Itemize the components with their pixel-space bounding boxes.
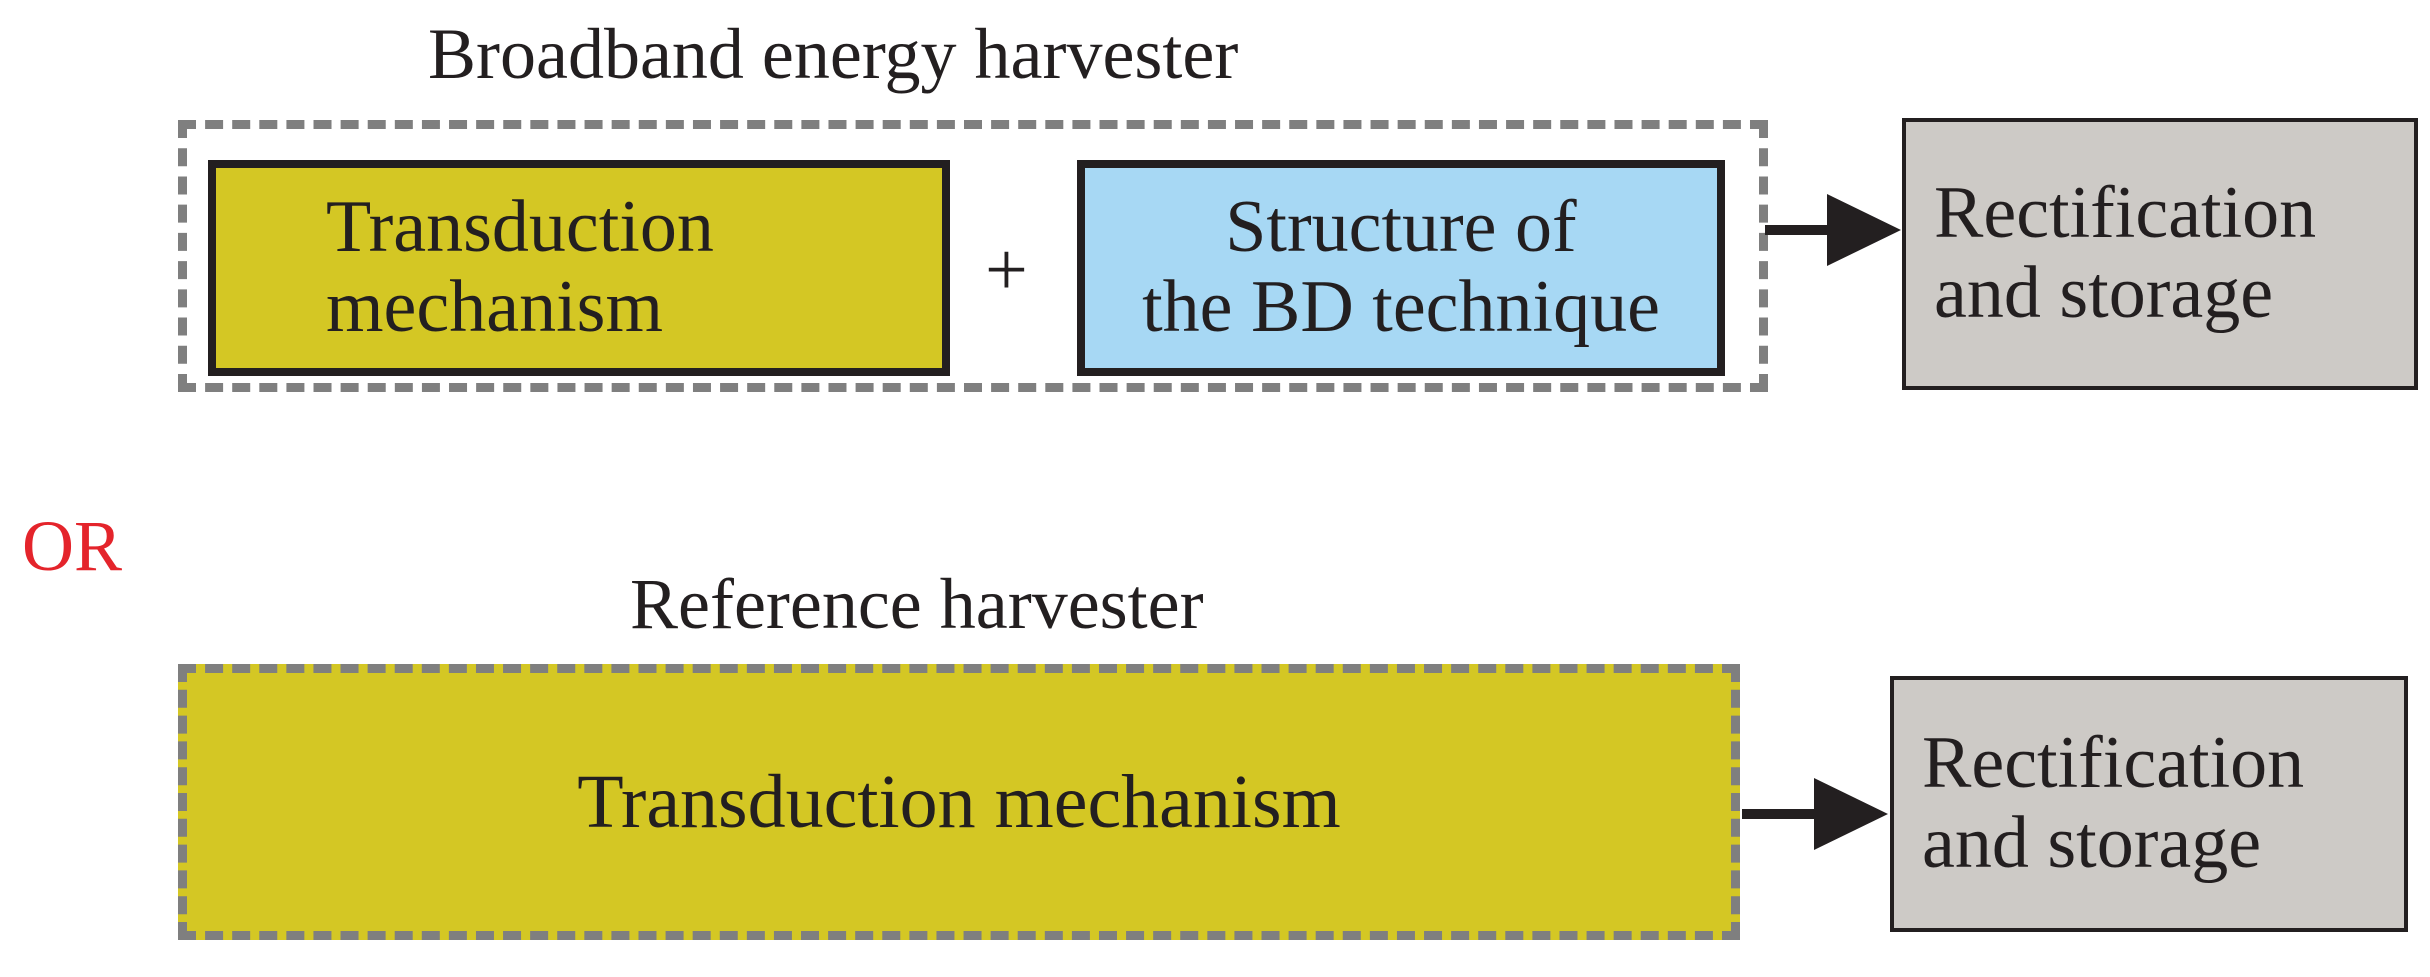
bottom-arrow — [1742, 778, 1888, 850]
transduction-line-1: Transduction — [326, 186, 714, 269]
broadband-harvester-title: Broadband energy harvester — [428, 14, 1239, 94]
top-rectification-line-2: and storage — [1934, 252, 2274, 334]
bottom-rectification-line-2: and storage — [1922, 802, 2262, 884]
or-label: OR — [22, 506, 123, 586]
bd-technique-structure-box: Structure of the BD technique — [1077, 160, 1725, 376]
top-arrow — [1765, 194, 1901, 266]
broadband-harvester-group — [178, 120, 1768, 392]
reference-transduction-box: Transduction mechanism — [178, 664, 1740, 940]
structure-line-2: the BD technique — [1142, 266, 1660, 348]
top-rectification-storage-box: Rectification and storage — [1902, 118, 2418, 390]
reference-transduction-label: Transduction mechanism — [577, 760, 1341, 844]
bottom-rectification-storage-box: Rectification and storage — [1890, 676, 2408, 932]
bottom-rectification-line-1: Rectification — [1922, 722, 2305, 805]
transduction-mechanism-box: Transduction mechanism — [208, 160, 950, 376]
structure-line-1: Structure of — [1225, 186, 1577, 269]
top-rectification-line-1: Rectification — [1934, 172, 2317, 255]
plus-sign: + — [985, 228, 1028, 312]
reference-harvester-title: Reference harvester — [630, 564, 1204, 644]
transduction-line-2: mechanism — [326, 266, 664, 348]
